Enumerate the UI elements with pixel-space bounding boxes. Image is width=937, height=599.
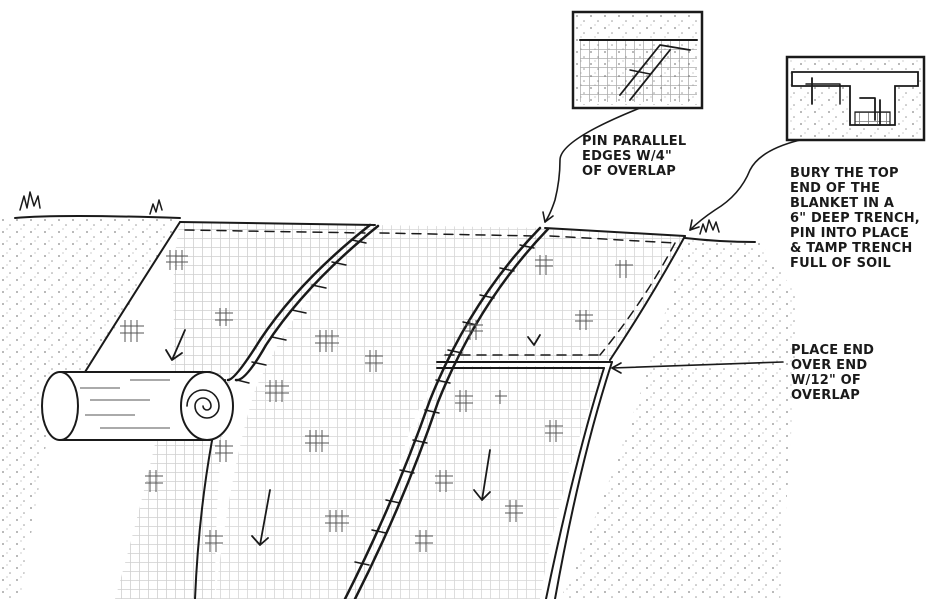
blanket-roll xyxy=(42,372,233,440)
callout-line: PIN INTO PLACE xyxy=(790,226,909,241)
callout-line: & TAMP TRENCH xyxy=(790,241,912,256)
callout-line: BLANKET IN A xyxy=(790,196,894,211)
callout-parallel-text: PIN PARALLEL EDGES W/4" OF OVERLAP xyxy=(582,134,686,179)
callout-line: PIN PARALLEL xyxy=(582,134,686,149)
callout-line: W/12" OF xyxy=(791,373,861,388)
callout-line: BURY THE TOP xyxy=(790,166,899,181)
callout-line: PLACE END xyxy=(791,343,874,358)
callout-line: 6" DEEP TRENCH, xyxy=(790,211,920,226)
inset-trench xyxy=(787,57,924,140)
callout-line: OVER END xyxy=(791,358,867,373)
callout-line: OF OVERLAP xyxy=(582,164,676,179)
callout-end-over-end-text: PLACE END OVER END W/12" OF OVERLAP xyxy=(791,343,874,403)
callout-line: EDGES W/4" xyxy=(582,149,672,164)
callout-top-end-text: BURY THE TOP END OF THE BLANKET IN A 6" … xyxy=(790,166,920,271)
callout-line: FULL OF SOIL xyxy=(790,256,891,271)
callout-line: END OF THE xyxy=(790,181,880,196)
inset-parallel-overlap xyxy=(573,12,702,108)
callout-line: OVERLAP xyxy=(791,388,860,403)
